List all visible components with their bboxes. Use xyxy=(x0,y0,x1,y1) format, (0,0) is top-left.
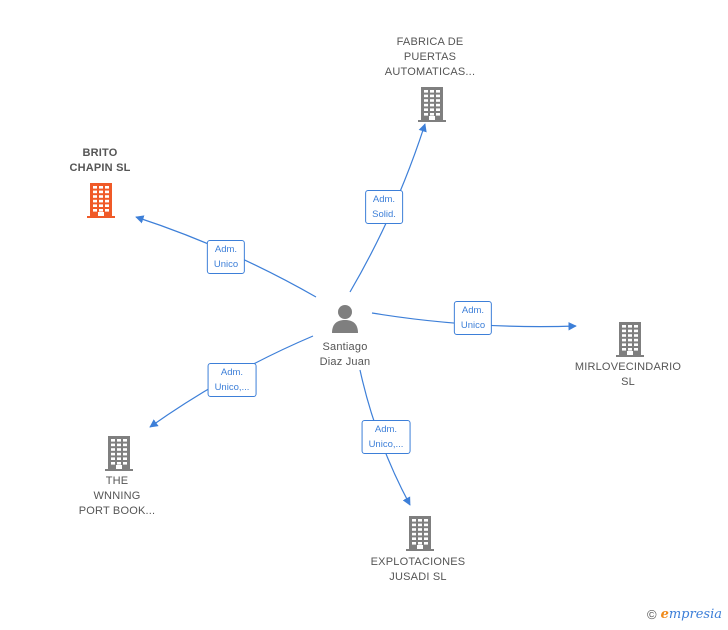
relation-label-wnning[interactable]: Adm. Unico,... xyxy=(207,363,257,397)
building-icon[interactable] xyxy=(616,321,644,362)
person-icon[interactable] xyxy=(330,303,360,338)
relation-label-brito[interactable]: Adm. Unico xyxy=(206,240,246,274)
building-icon[interactable] xyxy=(105,435,133,476)
company-name-fabrica[interactable]: FABRICA DE PUERTAS AUTOMATICAS... xyxy=(384,36,476,78)
brand-name: empresia xyxy=(660,607,722,622)
building-icon[interactable] xyxy=(418,86,446,127)
building-icon[interactable] xyxy=(87,182,115,223)
person-name[interactable]: Santiago Diaz Juan xyxy=(319,341,371,368)
company-name-mirlo[interactable]: MIRLOVECINDARIO SL xyxy=(574,361,682,388)
relation-label-explot[interactable]: Adm. Unico,... xyxy=(361,420,411,454)
building-icon[interactable] xyxy=(406,515,434,556)
company-name-wnning[interactable]: THE WNNING PORT BOOK... xyxy=(78,475,156,517)
company-name-explot[interactable]: EXPLOTACIONES JUSADI SL xyxy=(370,556,466,583)
copyright-icon: © xyxy=(646,607,657,622)
relation-label-fabrica[interactable]: Adm. Solid. xyxy=(365,190,403,224)
company-name-brito[interactable]: BRITO CHAPIN SL xyxy=(69,147,131,174)
brand-logo: © empresia xyxy=(647,607,722,622)
relation-label-mirlo[interactable]: Adm. Unico xyxy=(453,301,493,335)
